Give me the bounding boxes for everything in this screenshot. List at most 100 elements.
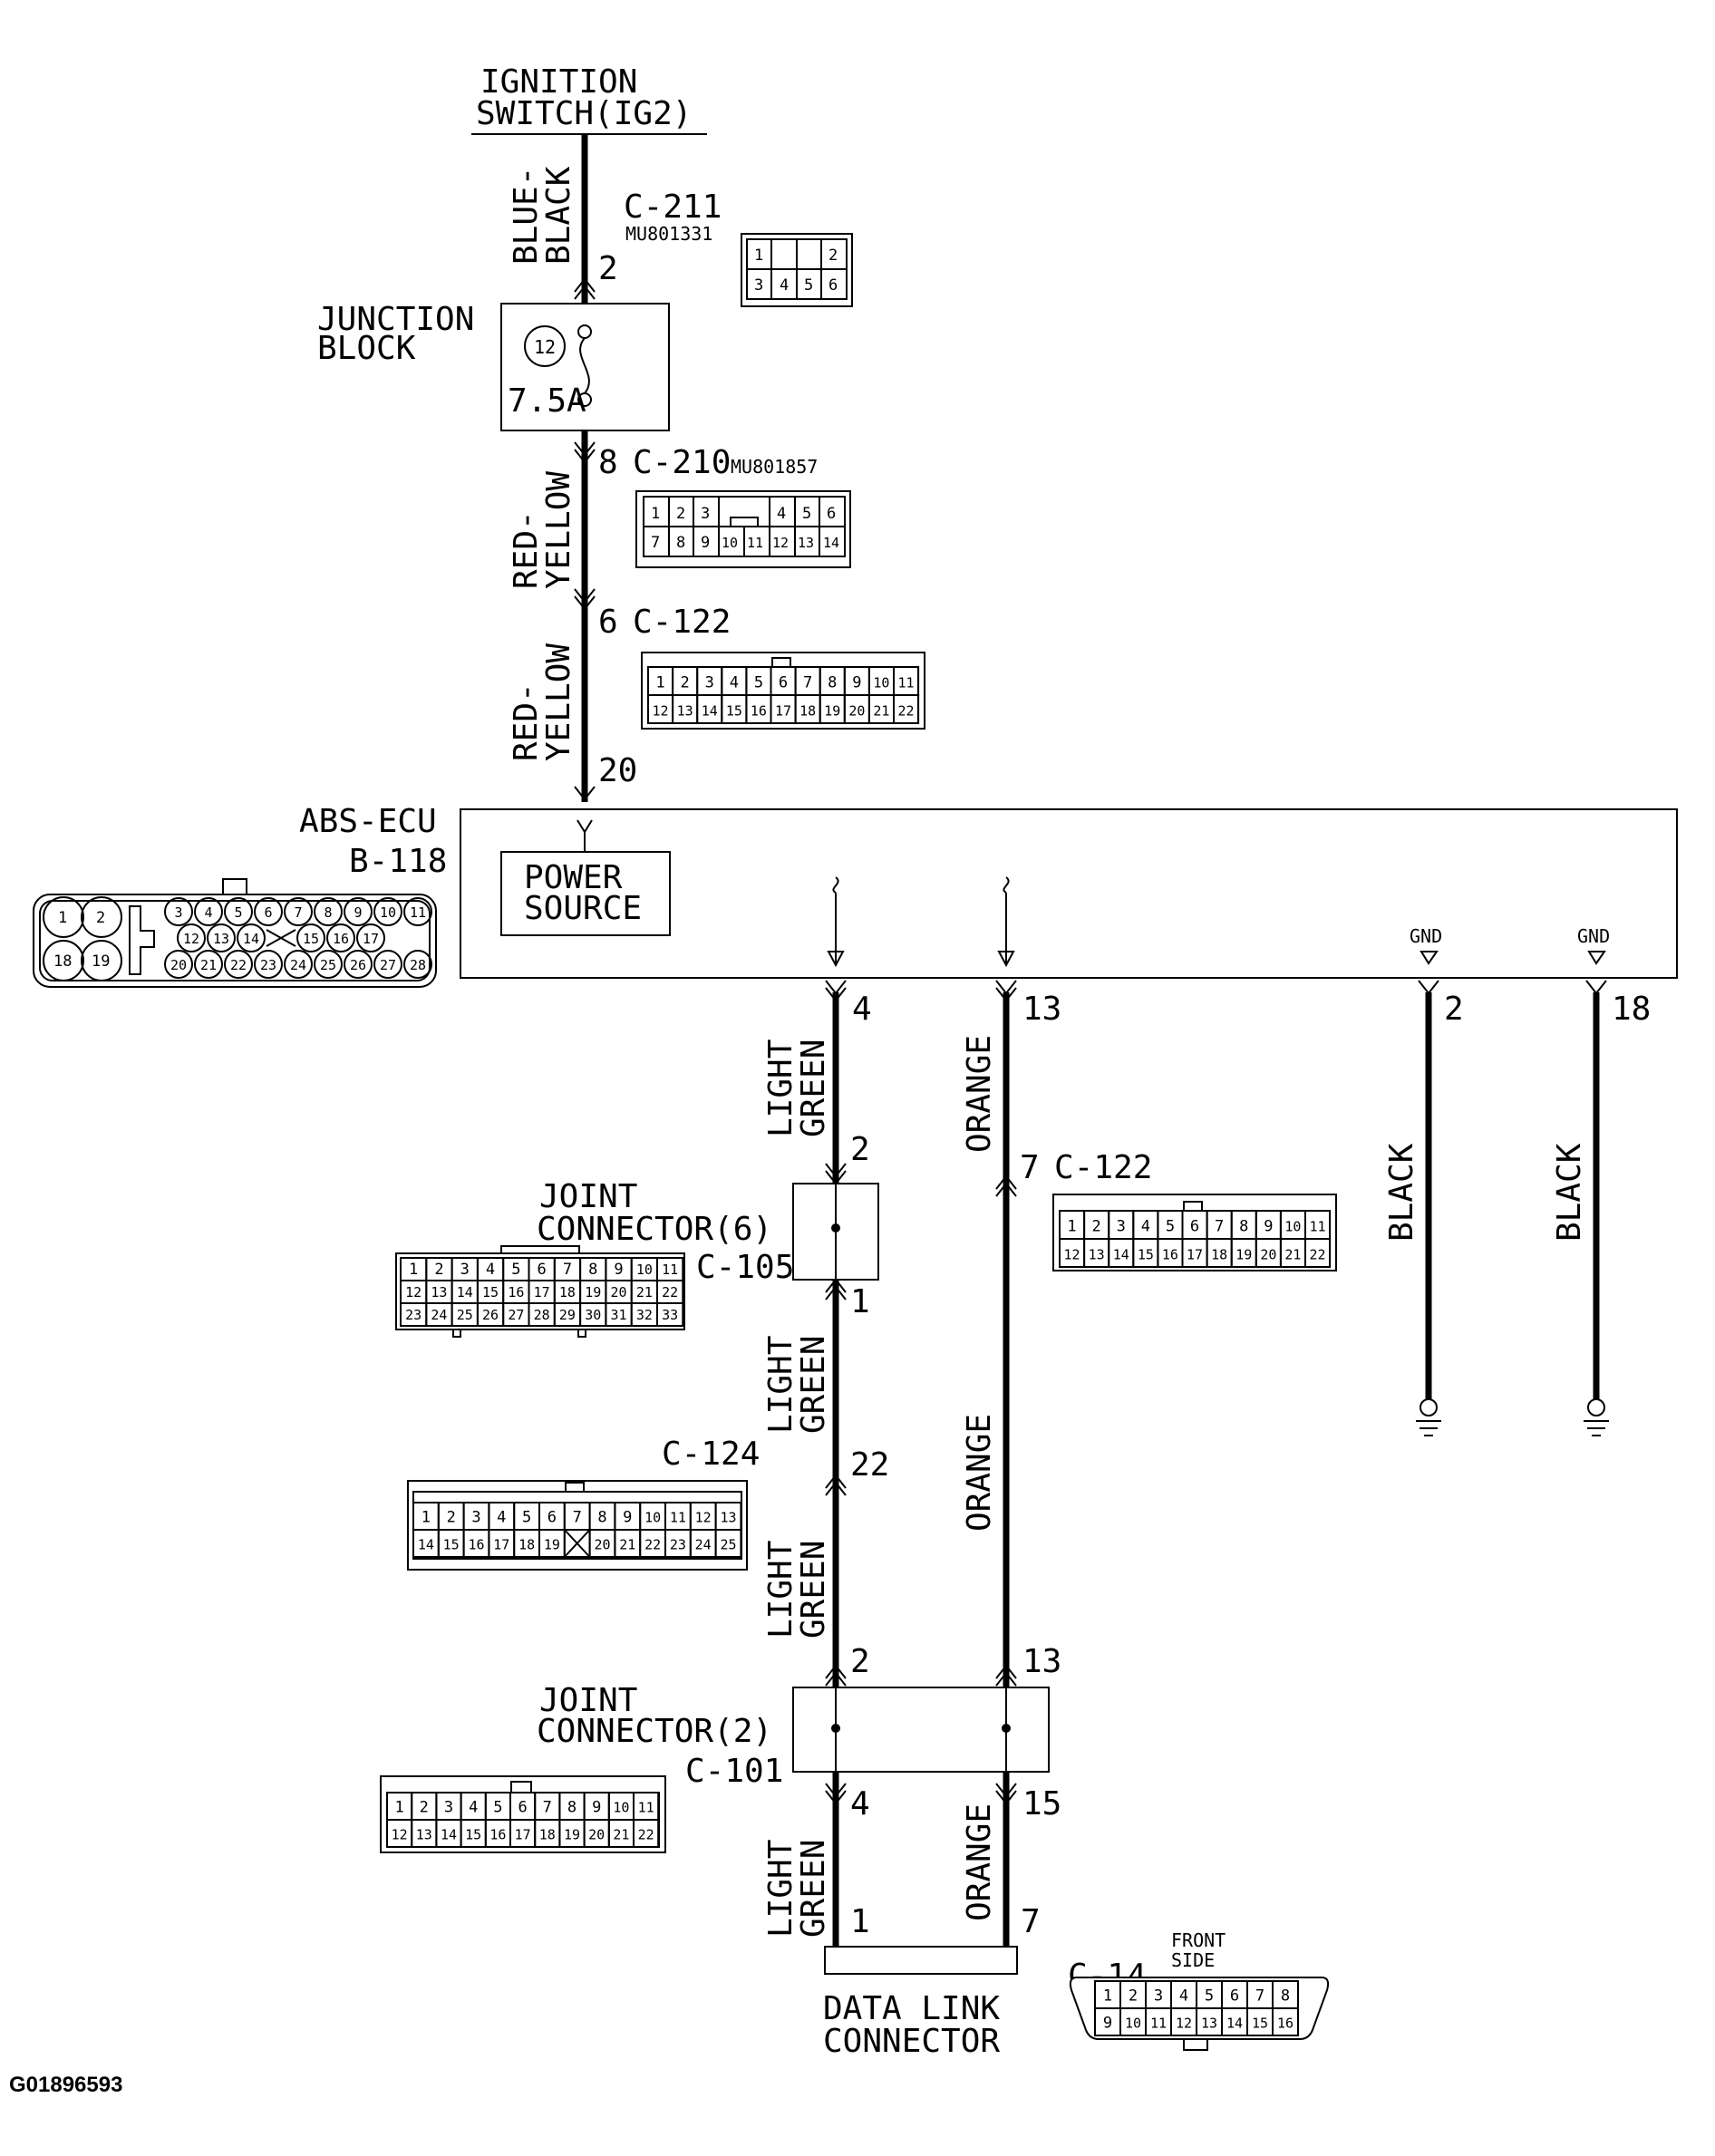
b118-pin: 17 [363,931,379,947]
c14-side-line1: FRONT [1171,1929,1226,1951]
b118-cell [164,950,193,979]
c105-pin: 25 [457,1307,473,1323]
conn-mark-c211 [574,277,596,300]
c105-pin: 13 [431,1284,447,1300]
c122-a-pin: 9 [852,673,861,691]
b118-cell [224,897,253,926]
b118-cell [164,897,193,926]
wire-label-green-2: GREEN [795,1336,832,1434]
connector-c210-name: C-210 [633,444,731,481]
pin-c124: 22 [850,1446,889,1484]
c122-a-pin: 14 [702,702,718,719]
c124-pin: 4 [497,1509,506,1527]
c211-pin: 1 [754,247,763,265]
pin-ecu-in: 20 [598,752,637,789]
junction-block: JUNCTION BLOCK 12 7.5A [317,301,670,431]
wire-label-light-2: LIGHT [762,1336,799,1434]
c124-pin: 25 [720,1537,736,1553]
c105-pin: 24 [431,1307,447,1323]
c105-pin: 26 [482,1307,499,1323]
c124-pin: 3 [471,1509,480,1527]
conn-mark-ecu [574,786,596,801]
c101-pin: 8 [567,1799,577,1817]
c101-pin: 3 [444,1799,453,1817]
connector-c122-b-body [1052,1194,1337,1271]
c101-pin: 17 [515,1827,531,1843]
c124-pin: 7 [573,1509,582,1527]
c101-pin: 20 [588,1827,605,1843]
c122-b-pin: 2 [1092,1217,1101,1235]
c122-b-pin: 1 [1067,1217,1076,1235]
c124-pin: 18 [518,1537,535,1553]
c122-b-pin: 20 [1260,1246,1276,1262]
c105-pin: 19 [585,1284,601,1300]
c14-pin: 1 [1103,1987,1112,2006]
joint-connector-6: JOINT CONNECTOR(6) C-105 [537,1178,879,1286]
c105-pin: 2 [434,1261,443,1279]
c101-pin: 21 [613,1827,629,1843]
c210-pin: 7 [651,534,660,552]
conn-mark-c210 [574,441,596,464]
c124-pin: 24 [695,1537,712,1553]
c14-pin: 4 [1179,1987,1188,2006]
c101-pin: 12 [392,1827,408,1843]
c14-pin: 12 [1176,2016,1192,2032]
b118-pin: 26 [350,957,366,973]
c122-a-pin: 16 [751,702,767,719]
pin-ecu-gnd1: 2 [1444,991,1464,1028]
b118-cell [194,950,223,979]
c101-pin: 9 [592,1799,601,1817]
c105-pin: 28 [534,1307,550,1323]
figure-id: G01896593 [9,2073,122,2097]
wire-label-light-4: LIGHT [762,1840,799,1938]
c124-pin: 15 [443,1537,460,1553]
c101-pin: 5 [493,1799,502,1817]
c124-pin: 14 [418,1537,434,1553]
c105-pin: 29 [559,1307,576,1323]
orange-circuit: 13 ORANGE 7 C-122 ORANGE 13 15 ORANGE 7 [961,980,1152,1947]
power-source-line2: SOURCE [524,890,642,927]
c122-b-pin: 7 [1215,1217,1224,1235]
c122-b-pin: 6 [1190,1217,1199,1235]
c122-a-pin: 20 [848,702,865,719]
b118-pin: 7 [294,904,302,921]
c210-pin: 12 [772,535,789,551]
fuse-rating: 7.5A [508,382,586,420]
c122-a-pin: 5 [754,673,763,691]
c122-b-pin: 14 [1113,1246,1129,1262]
c210-pin: 10 [722,535,738,551]
ignition-switch-line2: SWITCH(IG2) [476,95,692,132]
c124-pin: 16 [468,1537,484,1553]
splice-dot [831,1223,840,1233]
c105-pin: 1 [409,1261,418,1279]
c122-b-pin: 18 [1211,1246,1227,1262]
pin-c211-out: 2 [598,250,618,287]
ground-1-icon [1419,1398,1438,1416]
gnd-arrow-1-icon [1419,951,1439,965]
c122-b-pin: 9 [1264,1217,1273,1235]
wire-label-orange-3: ORANGE [961,1803,998,1921]
c122-b-pin: 21 [1284,1246,1301,1262]
signal-orange-icon [997,876,1015,968]
c105-pin: 9 [614,1261,623,1279]
c124-pin: 2 [447,1509,456,1527]
abs-ecu-connector: B-118 [349,843,447,880]
c122-b-pin: 12 [1064,1246,1080,1262]
c122-a-pin: 12 [653,702,669,719]
c210-pin: 11 [747,535,763,551]
wire-label-green-3: GREEN [795,1541,832,1639]
b118-pin: 24 [290,957,306,973]
pin-jc2-lg-out: 4 [850,1785,870,1822]
c14-pin: 11 [1150,2016,1167,2032]
c105-pin: 27 [508,1307,524,1323]
joint-connector-2-line1: JOINT [539,1682,637,1719]
abs-ecu: ABS-ECU B-118 POWER SOURCE GND GND [299,803,1678,979]
c124-pin: 22 [644,1537,661,1553]
c122-a-pin: 22 [898,702,915,719]
c122-b-pin: 19 [1235,1246,1252,1262]
b118-pin: 4 [204,904,212,921]
c105-pin: 30 [585,1307,601,1323]
